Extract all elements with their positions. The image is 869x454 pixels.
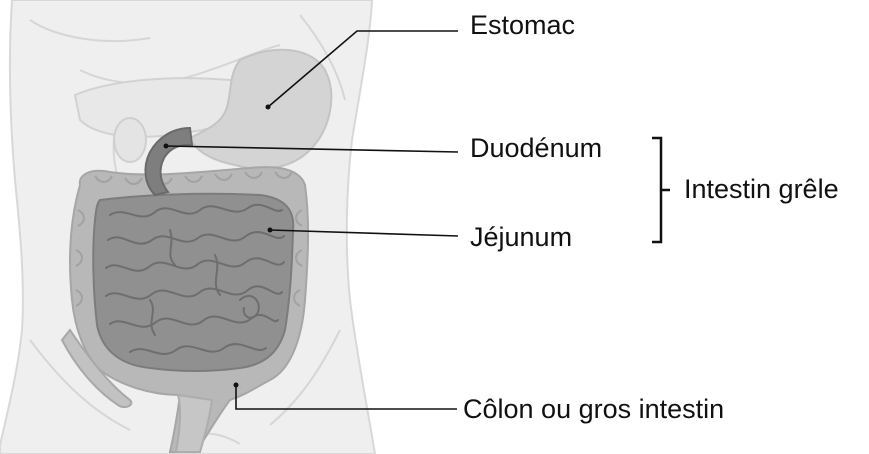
label-estomac: Estomac — [470, 12, 575, 39]
dot-colon — [234, 383, 239, 388]
label-intestin-grele: Intestin grêle — [684, 176, 839, 203]
dot-duodenum — [164, 144, 169, 149]
gallbladder-shape — [114, 118, 146, 162]
dot-jejunum — [268, 228, 273, 233]
small-intestine-shape — [93, 194, 293, 371]
intestin-grele-bracket — [652, 138, 670, 242]
dot-estomac — [266, 105, 271, 110]
label-colon: Côlon ou gros intestin — [463, 396, 724, 423]
label-duodenum: Duodénum — [470, 135, 602, 162]
label-jejunum: Jéjunum — [470, 224, 572, 251]
